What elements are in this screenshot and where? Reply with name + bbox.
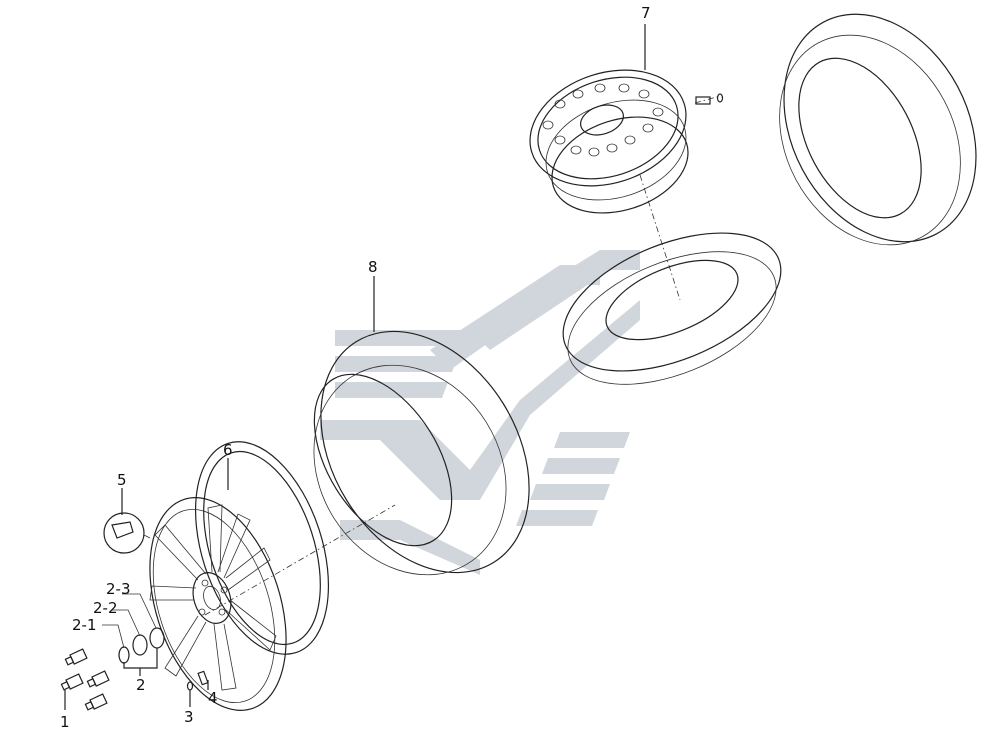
- callout-part-4: 4: [208, 689, 218, 707]
- watermark-logo: [320, 250, 640, 575]
- callout-part-1: 1: [60, 713, 70, 731]
- lug-bolts: [60, 648, 110, 711]
- rim-vent-holes: [542, 83, 664, 157]
- alloy-rim: [149, 441, 330, 711]
- tire-rear: [779, 13, 977, 246]
- callout-part-7: 7: [641, 4, 651, 22]
- alloy-rim-spokes: [149, 504, 277, 691]
- lug-holes: [198, 579, 228, 616]
- callout-part-2-2: 2-2: [93, 599, 118, 617]
- callout-part-5: 5: [117, 471, 127, 489]
- leader-lines: [64, 24, 646, 710]
- balance-weight-detail: [103, 512, 151, 554]
- callout-labels: 7 8 6 5 2-3 2-2 2-1 2 4 3 1: [60, 4, 651, 731]
- callout-part-2: 2: [136, 676, 146, 694]
- callout-part-3: 3: [184, 708, 194, 726]
- callout-part-6: 6: [223, 441, 233, 459]
- steel-rim-valve: [695, 93, 724, 105]
- callout-part-2-1: 2-1: [72, 616, 97, 634]
- tire-middle: [562, 232, 782, 385]
- callout-part-8: 8: [368, 258, 378, 276]
- assembly-axis-lines: [204, 95, 721, 616]
- tire-front: [313, 330, 530, 576]
- steel-rim: [529, 69, 689, 214]
- callout-part-2-3: 2-3: [106, 580, 131, 598]
